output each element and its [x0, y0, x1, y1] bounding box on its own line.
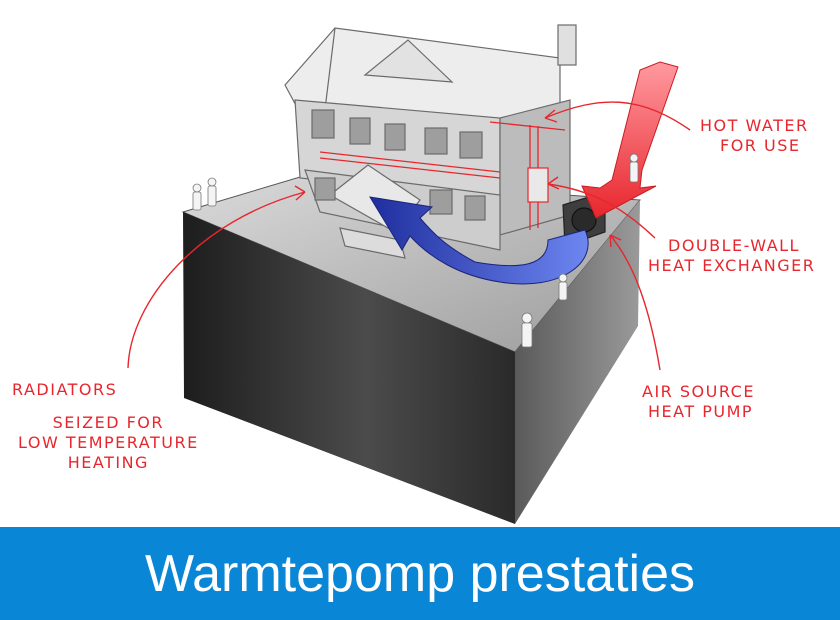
heat-pump-line-1: AIR SOURCE: [642, 382, 755, 401]
chimney: [557, 24, 577, 66]
person-icon: [558, 273, 568, 301]
banner-title: Warmtepomp prestaties: [144, 544, 696, 603]
person-icon: [192, 183, 202, 211]
title-banner: Warmtepomp prestaties: [0, 527, 840, 620]
radiators-note: SEIZED FOR LOW TEMPERATURE HEATING: [18, 413, 199, 473]
exchanger-line-2: HEAT EXCHANGER: [648, 256, 816, 275]
person-icon: [629, 153, 639, 183]
hot-water-label: HOT WATER FOR USE: [700, 116, 809, 156]
house-diagram: [127, 24, 691, 524]
house: [284, 24, 606, 259]
hot-water-line-2: FOR USE: [720, 136, 801, 155]
radiators-note-line-1: SEIZED FOR: [52, 413, 165, 432]
exchanger-pointer: [547, 183, 656, 239]
people: [192, 153, 639, 348]
heat-pump-label: AIR SOURCE HEAT PUMP: [642, 382, 755, 422]
person-icon: [521, 312, 533, 348]
hot-water-line-1: HOT WATER: [700, 116, 809, 135]
hot-water-pointer: [544, 101, 691, 131]
heat-pump-pointer: [609, 234, 661, 371]
cold-air-arrow: [369, 196, 589, 285]
ground-side-face: [515, 200, 640, 524]
roof-dormer: [363, 39, 454, 83]
radiators-note-line-2: LOW TEMPERATURE: [18, 433, 199, 452]
windows: [311, 109, 486, 221]
radiators-pointer: [127, 191, 306, 369]
ground-front-face: [183, 212, 515, 524]
radiators-note-line-3: HEATING: [67, 453, 149, 472]
person-icon: [207, 177, 217, 207]
exchanger-label: DOUBLE-WALL HEAT EXCHANGER: [648, 236, 815, 276]
heat-pump-line-2: HEAT PUMP: [648, 402, 754, 421]
heat-exchanger: [527, 167, 549, 203]
exchanger-line-1: DOUBLE-WALL: [668, 236, 800, 255]
annotation-lines: [127, 101, 691, 371]
radiators-label: RADIATORS: [12, 380, 118, 399]
hot-air-arrow: [581, 61, 679, 219]
porch-steps: [339, 227, 406, 259]
